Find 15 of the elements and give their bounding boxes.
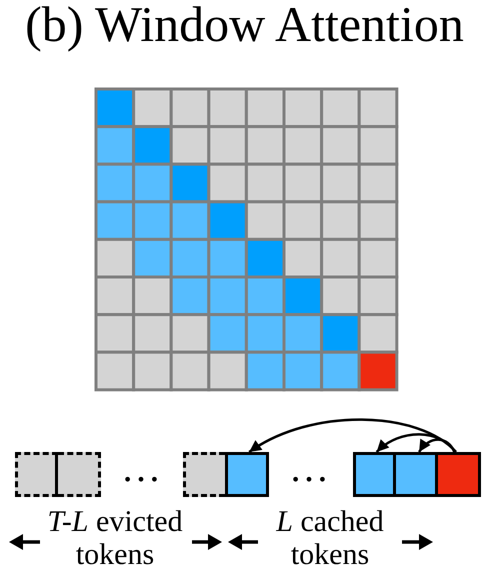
token-tile	[183, 452, 225, 497]
curved-arrow	[248, 418, 457, 454]
token-tile	[438, 452, 481, 497]
token-tile	[15, 452, 58, 497]
token-group-label: T-L evicted tokens	[46, 505, 184, 571]
token-group-label: L cached tokens	[275, 505, 385, 571]
token-tile	[58, 452, 101, 497]
token-tile	[353, 452, 396, 497]
curved-arrow	[418, 438, 456, 453]
title: (b) Window Attention	[25, 0, 464, 49]
curved-arrow	[376, 433, 456, 453]
ellipsis: …	[120, 448, 162, 488]
token-tile	[396, 452, 438, 497]
ellipsis: …	[288, 448, 330, 488]
token-tile	[225, 452, 269, 497]
